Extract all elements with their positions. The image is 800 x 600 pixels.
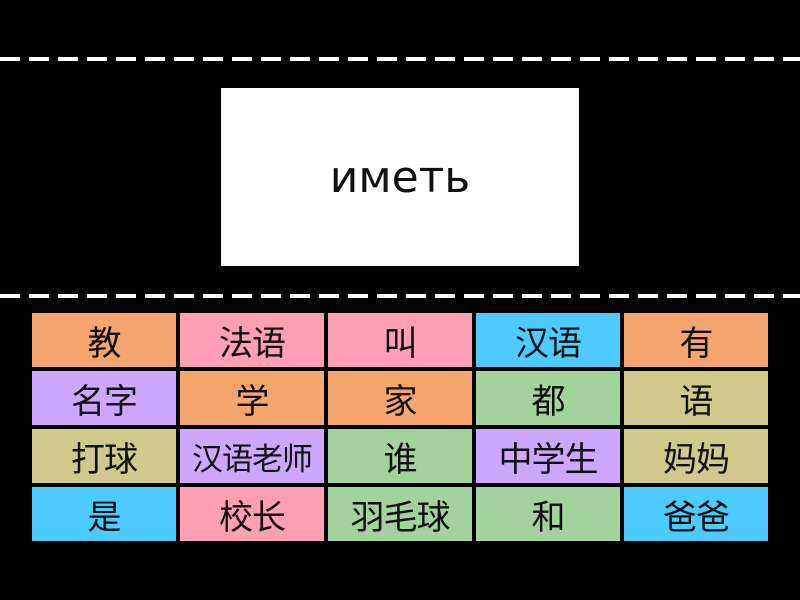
answer-tile[interactable]: 法语 (180, 313, 324, 367)
prompt-text: иметь (329, 151, 471, 203)
answer-tile[interactable]: 爸爸 (624, 487, 768, 541)
answer-tile[interactable]: 校长 (180, 487, 324, 541)
answer-tile[interactable]: 汉语 (476, 313, 620, 367)
answer-tile[interactable]: 语 (624, 371, 768, 425)
prompt-card: иметь (221, 88, 579, 266)
answer-tile[interactable]: 叫 (328, 313, 472, 367)
answer-tile[interactable]: 羽毛球 (328, 487, 472, 541)
answer-tile[interactable]: 是 (32, 487, 176, 541)
divider-top (0, 57, 800, 61)
divider-bottom (0, 294, 800, 298)
answer-tile[interactable]: 汉语老师 (180, 429, 324, 483)
answer-tile[interactable]: 和 (476, 487, 620, 541)
answer-tile[interactable]: 打球 (32, 429, 176, 483)
answer-tile[interactable]: 谁 (328, 429, 472, 483)
answer-tile[interactable]: 教 (32, 313, 176, 367)
answer-tile[interactable]: 名字 (32, 371, 176, 425)
answer-grid: 教法语叫汉语有名字学家都语打球汉语老师谁中学生妈妈是校长羽毛球和爸爸 (32, 313, 768, 541)
answer-tile[interactable]: 学 (180, 371, 324, 425)
answer-tile[interactable]: 家 (328, 371, 472, 425)
answer-tile[interactable]: 中学生 (476, 429, 620, 483)
answer-tile[interactable]: 妈妈 (624, 429, 768, 483)
answer-tile[interactable]: 都 (476, 371, 620, 425)
answer-tile[interactable]: 有 (624, 313, 768, 367)
